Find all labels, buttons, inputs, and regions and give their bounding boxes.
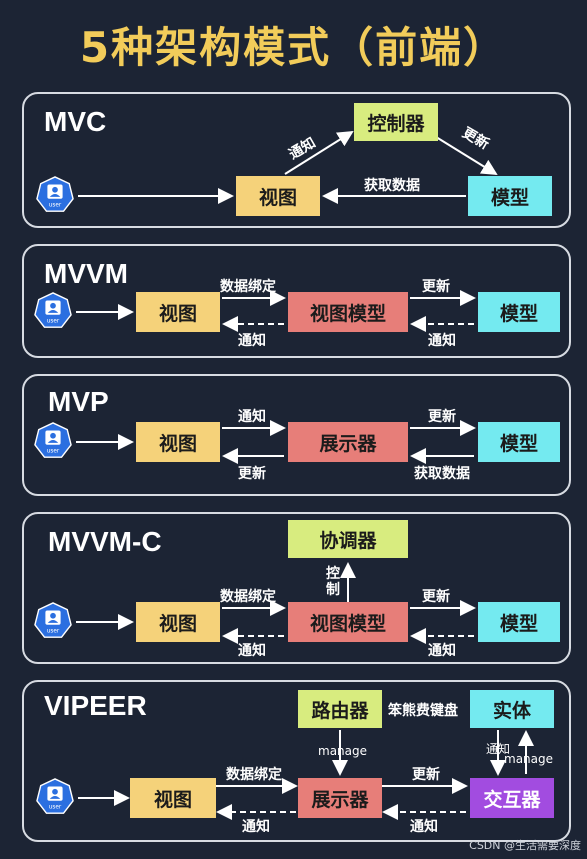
viper-update-label: 更新 [412, 767, 440, 783]
mvvm-user-text: user [47, 318, 60, 324]
mvc-view-box: 视图 [236, 176, 320, 216]
mvvm-binding-label: 数据绑定 [220, 279, 276, 295]
mvp-notify-label: 通知 [238, 409, 266, 425]
viper-title: VIPEER [44, 690, 147, 721]
viper-binding-label: 数据绑定 [226, 767, 282, 783]
viper-notify1-label: 通知 [242, 819, 270, 835]
mvp-view-box: 视图 [136, 422, 220, 462]
mvvmc-control-label: 控 制 [326, 566, 340, 598]
watermark: CSDN @生活需要深度 [469, 839, 581, 852]
mvc-user-icon: user [36, 176, 74, 212]
viper-notify2-label: 通知 [410, 819, 438, 835]
viper-entity-box: 实体 [470, 690, 554, 728]
mvvm-notify2-label: 通知 [428, 333, 456, 349]
mvvm-viewmodel-box: 视图模型 [288, 292, 408, 332]
mvc-controller-box: 控制器 [354, 103, 438, 141]
mvp-update2-label: 更新 [238, 466, 266, 482]
viper-brand-label: 笨熊费键盘 [388, 703, 458, 719]
mvvmc-viewmodel-box: 视图模型 [288, 602, 408, 642]
panel-viper [22, 680, 571, 842]
mvvmc-title: MVVM-C [48, 526, 162, 557]
panel-mvvmc [22, 512, 571, 664]
viper-user-text: user [49, 804, 62, 810]
mvp-presenter-box: 展示器 [288, 422, 408, 462]
viper-interactor-box: 交互器 [470, 778, 554, 818]
viper-router-box: 路由器 [298, 690, 382, 728]
mvvmc-view-box: 视图 [136, 602, 220, 642]
viper-user-icon: user [36, 778, 74, 814]
mvvm-model-box: 模型 [478, 292, 560, 332]
mvp-user-text: user [47, 448, 60, 454]
mvc-fetch-label: 获取数据 [364, 178, 420, 194]
mvvmc-notify1-label: 通知 [238, 643, 266, 659]
viper-manage1-label: manage [318, 744, 368, 758]
mvc-title: MVC [44, 106, 107, 137]
page-title: 5种架构模式（前端） [79, 23, 508, 72]
panel-mvc [22, 92, 571, 228]
mvc-user-text: user [49, 202, 62, 208]
mvvmc-coordinator-box: 协调器 [288, 520, 408, 558]
mvp-fetch-label: 获取数据 [414, 466, 470, 482]
mvvmc-update-label: 更新 [422, 589, 450, 605]
mvvmc-user-text: user [47, 628, 60, 634]
mvc-model-box: 模型 [468, 176, 552, 216]
mvvm-view-box: 视图 [136, 292, 220, 332]
mvp-update1-label: 更新 [428, 409, 456, 425]
mvvm-user-icon: user [34, 292, 72, 328]
mvvmc-user-icon: user [34, 602, 72, 638]
viper-view-box: 视图 [130, 778, 216, 818]
mvvm-update-label: 更新 [422, 279, 450, 295]
viper-notify3-label: 通知 [486, 742, 511, 756]
mvvmc-notify2-label: 通知 [428, 643, 456, 659]
viper-manage2-label: manage [504, 752, 554, 766]
mvvmc-binding-label: 数据绑定 [220, 589, 276, 605]
mvvm-notify1-label: 通知 [238, 333, 266, 349]
mvp-model-box: 模型 [478, 422, 560, 462]
viper-presenter-box: 展示器 [298, 778, 382, 818]
panel-mvp [22, 374, 571, 496]
mvp-title: MVP [48, 386, 109, 417]
mvvmc-model-box: 模型 [478, 602, 560, 642]
panel-mvvm [22, 244, 571, 358]
mvp-user-icon: user [34, 422, 72, 458]
mvvm-title: MVVM [44, 258, 128, 289]
